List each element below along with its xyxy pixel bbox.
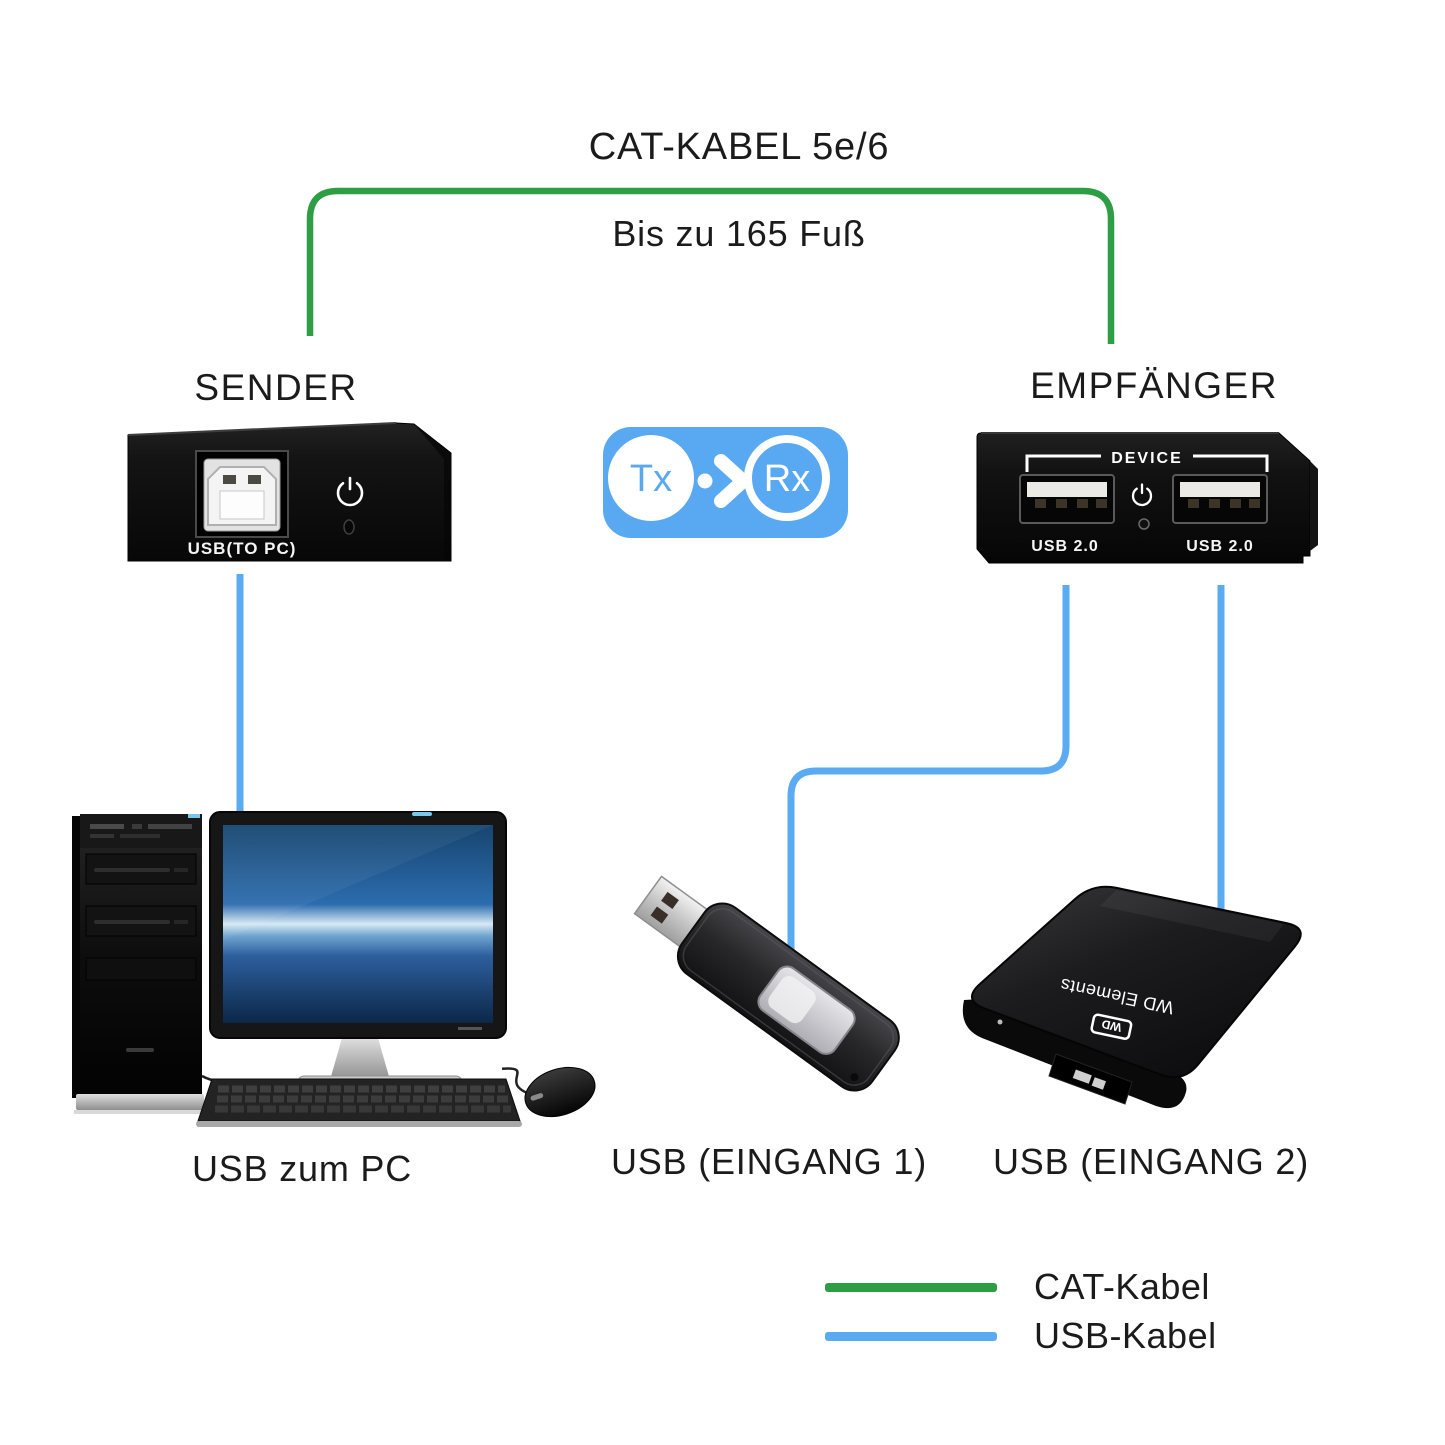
usb-cable-swatch bbox=[825, 1332, 997, 1341]
tx-circle bbox=[608, 435, 694, 521]
txrx-badge: Tx Rx bbox=[603, 427, 848, 538]
receiver-label: EMPFÄNGER bbox=[1030, 365, 1278, 406]
usb-flash-drive-illustration bbox=[633, 875, 900, 1092]
cat-cable-line bbox=[306, 187, 1115, 344]
distance-label: Bis zu 165 Fuß bbox=[612, 213, 866, 254]
sender-port-label: USB(TO PC) bbox=[188, 539, 297, 558]
pc-keyboard bbox=[196, 1074, 522, 1127]
arrow-right-icon bbox=[714, 454, 750, 508]
hdd-top-face bbox=[971, 885, 1302, 1079]
external-hdd-illustration: WD Elements WD bbox=[962, 885, 1302, 1109]
diagram-title: CAT-KABEL 5e/6 bbox=[588, 126, 890, 168]
device-group-label: DEVICE bbox=[1111, 450, 1183, 467]
hdd-led bbox=[997, 1019, 1003, 1025]
pc-monitor bbox=[209, 811, 507, 1092]
hdd-logo-box bbox=[1090, 1013, 1133, 1040]
hdd-logo-text: WD bbox=[1100, 1017, 1123, 1035]
tx-label: Tx bbox=[630, 458, 672, 500]
receiver-usb-port-2 bbox=[1172, 474, 1268, 524]
device-bracket-right bbox=[1193, 454, 1269, 472]
legend-usb-label: USB-Kabel bbox=[1034, 1315, 1217, 1356]
hdd-usb-port bbox=[1048, 1053, 1133, 1105]
sender-usb-b-port bbox=[195, 450, 289, 538]
rx-ring bbox=[744, 435, 830, 521]
sender-device: USB(TO PC) bbox=[127, 422, 452, 562]
flash-drive-body bbox=[676, 902, 900, 1092]
sender-led bbox=[343, 519, 355, 535]
receiver-port1-label: USB 2.0 bbox=[1031, 538, 1098, 555]
pc-mouse bbox=[501, 1066, 596, 1118]
receiver-body bbox=[976, 432, 1311, 564]
rx-label: Rx bbox=[764, 458, 810, 500]
hdd-front-edge bbox=[962, 999, 1187, 1109]
receiver-device: DEVICE USB 2.0 USB 2.0 bbox=[976, 432, 1318, 564]
arrow-dot bbox=[697, 473, 713, 489]
input1-caption: USB (EINGANG 1) bbox=[610, 1141, 928, 1182]
sender-label: SENDER bbox=[194, 367, 358, 408]
cat-cable-swatch bbox=[825, 1283, 997, 1292]
receiver-usb-port-1 bbox=[1019, 474, 1115, 524]
receiver-led bbox=[1138, 518, 1150, 530]
power-icon bbox=[336, 476, 364, 507]
input2-caption: USB (EINGANG 2) bbox=[992, 1141, 1310, 1182]
receiver-port2-label: USB 2.0 bbox=[1186, 538, 1253, 555]
device-bracket-left bbox=[1025, 454, 1101, 472]
power-icon bbox=[1131, 483, 1153, 507]
pc-tower bbox=[72, 814, 206, 1114]
usb-cable-receiver-to-flashdrive bbox=[787, 585, 1070, 985]
pc-caption: USB zum PC bbox=[191, 1148, 413, 1189]
legend-cat-label: CAT-Kabel bbox=[1034, 1266, 1210, 1307]
desktop-pc-illustration bbox=[72, 811, 596, 1127]
